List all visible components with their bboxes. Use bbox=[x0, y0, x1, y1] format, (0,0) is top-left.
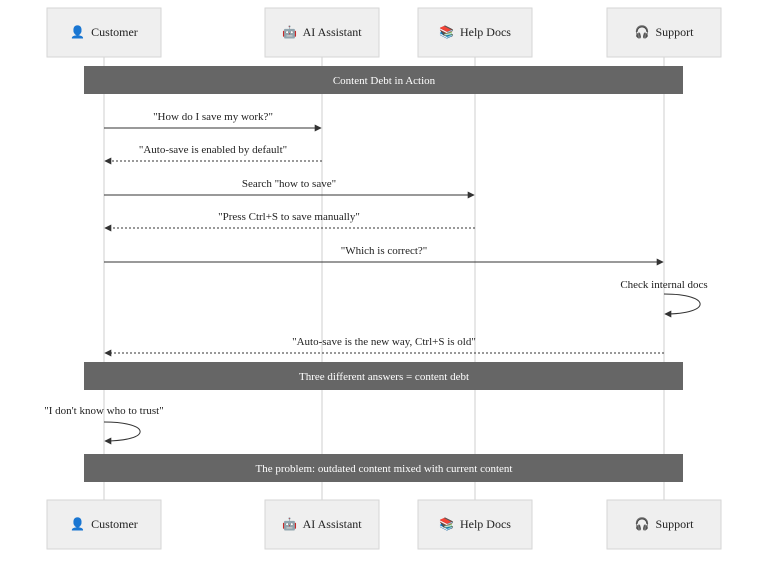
note-three-different-answers: Three different answers = content debt bbox=[84, 362, 683, 390]
message-press-ctrl-s: "Press Ctrl+S to save manually" bbox=[104, 211, 475, 232]
message-label: Check internal docs bbox=[620, 279, 707, 291]
participant-ai-assistant-bottom: 🤖 AI Assistant bbox=[264, 499, 380, 550]
svg-text:🤖 AI Assistant: 🤖 AI Assistant bbox=[282, 517, 362, 531]
self-message-arrow bbox=[103, 421, 141, 445]
books-icon: 📚 bbox=[439, 517, 454, 531]
participant-label: AI Assistant bbox=[303, 25, 363, 39]
headphones-icon: 🎧 bbox=[635, 25, 650, 39]
participant-help-docs-top: 📚 Help Docs bbox=[417, 7, 533, 58]
message-dont-know-who-to-trust: "I don't know who to trust" bbox=[44, 405, 164, 445]
svg-text:👤 Customer: 👤 Customer bbox=[70, 517, 138, 531]
participant-label: Help Docs bbox=[460, 25, 511, 39]
participant-customer-top: 👤 Customer bbox=[46, 7, 162, 58]
message-which-is-correct: "Which is correct?" bbox=[104, 245, 664, 266]
note-text: The problem: outdated content mixed with… bbox=[256, 463, 513, 475]
participant-help-docs-bottom: 📚 Help Docs bbox=[417, 499, 533, 550]
note-the-problem: The problem: outdated content mixed with… bbox=[84, 454, 683, 482]
participant-label: AI Assistant bbox=[303, 517, 363, 531]
message-how-do-i-save: "How do I save my work?" bbox=[104, 111, 322, 132]
svg-text:📚 Help Docs: 📚 Help Docs bbox=[439, 517, 511, 531]
participant-label: Help Docs bbox=[460, 517, 511, 531]
participant-support-top: 🎧 Support bbox=[606, 7, 722, 58]
svg-text:📚 Help Docs: 📚 Help Docs bbox=[439, 25, 511, 39]
books-icon: 📚 bbox=[439, 25, 454, 39]
message-label: "Auto-save is enabled by default" bbox=[139, 144, 287, 156]
self-message-arrow bbox=[663, 293, 701, 318]
participant-label: Customer bbox=[91, 517, 138, 531]
message-label: Search "how to save" bbox=[242, 178, 336, 190]
participant-support-bottom: 🎧 Support bbox=[606, 499, 722, 550]
message-label: "Press Ctrl+S to save manually" bbox=[218, 211, 360, 223]
message-label: "Auto-save is the new way, Ctrl+S is old… bbox=[292, 336, 476, 348]
message-auto-save-new-way: "Auto-save is the new way, Ctrl+S is old… bbox=[104, 336, 664, 357]
message-auto-save-enabled: "Auto-save is enabled by default" bbox=[104, 144, 322, 165]
svg-text:👤 Customer: 👤 Customer bbox=[70, 25, 138, 39]
participant-label: Support bbox=[655, 517, 694, 531]
message-label: "Which is correct?" bbox=[341, 245, 428, 257]
person-icon: 👤 bbox=[70, 517, 85, 531]
message-label: "I don't know who to trust" bbox=[44, 405, 163, 417]
note-text: Three different answers = content debt bbox=[299, 371, 469, 383]
note-content-debt-in-action: Content Debt in Action bbox=[84, 66, 683, 94]
participant-ai-assistant-top: 🤖 AI Assistant bbox=[264, 7, 380, 58]
note-text: Content Debt in Action bbox=[333, 75, 436, 87]
participant-customer-bottom: 👤 Customer bbox=[46, 499, 162, 550]
message-check-internal-docs: Check internal docs bbox=[620, 279, 708, 318]
participant-label: Support bbox=[655, 25, 694, 39]
svg-text:🤖 AI Assistant: 🤖 AI Assistant bbox=[282, 25, 362, 39]
svg-text:🎧 Support: 🎧 Support bbox=[635, 517, 695, 531]
message-search-how-to-save: Search "how to save" bbox=[104, 178, 475, 199]
headphones-icon: 🎧 bbox=[635, 517, 650, 531]
robot-icon: 🤖 bbox=[282, 25, 297, 39]
participant-label: Customer bbox=[91, 25, 138, 39]
message-label: "How do I save my work?" bbox=[153, 111, 273, 123]
person-icon: 👤 bbox=[70, 25, 85, 39]
svg-text:🎧 Support: 🎧 Support bbox=[635, 25, 695, 39]
robot-icon: 🤖 bbox=[282, 517, 297, 531]
